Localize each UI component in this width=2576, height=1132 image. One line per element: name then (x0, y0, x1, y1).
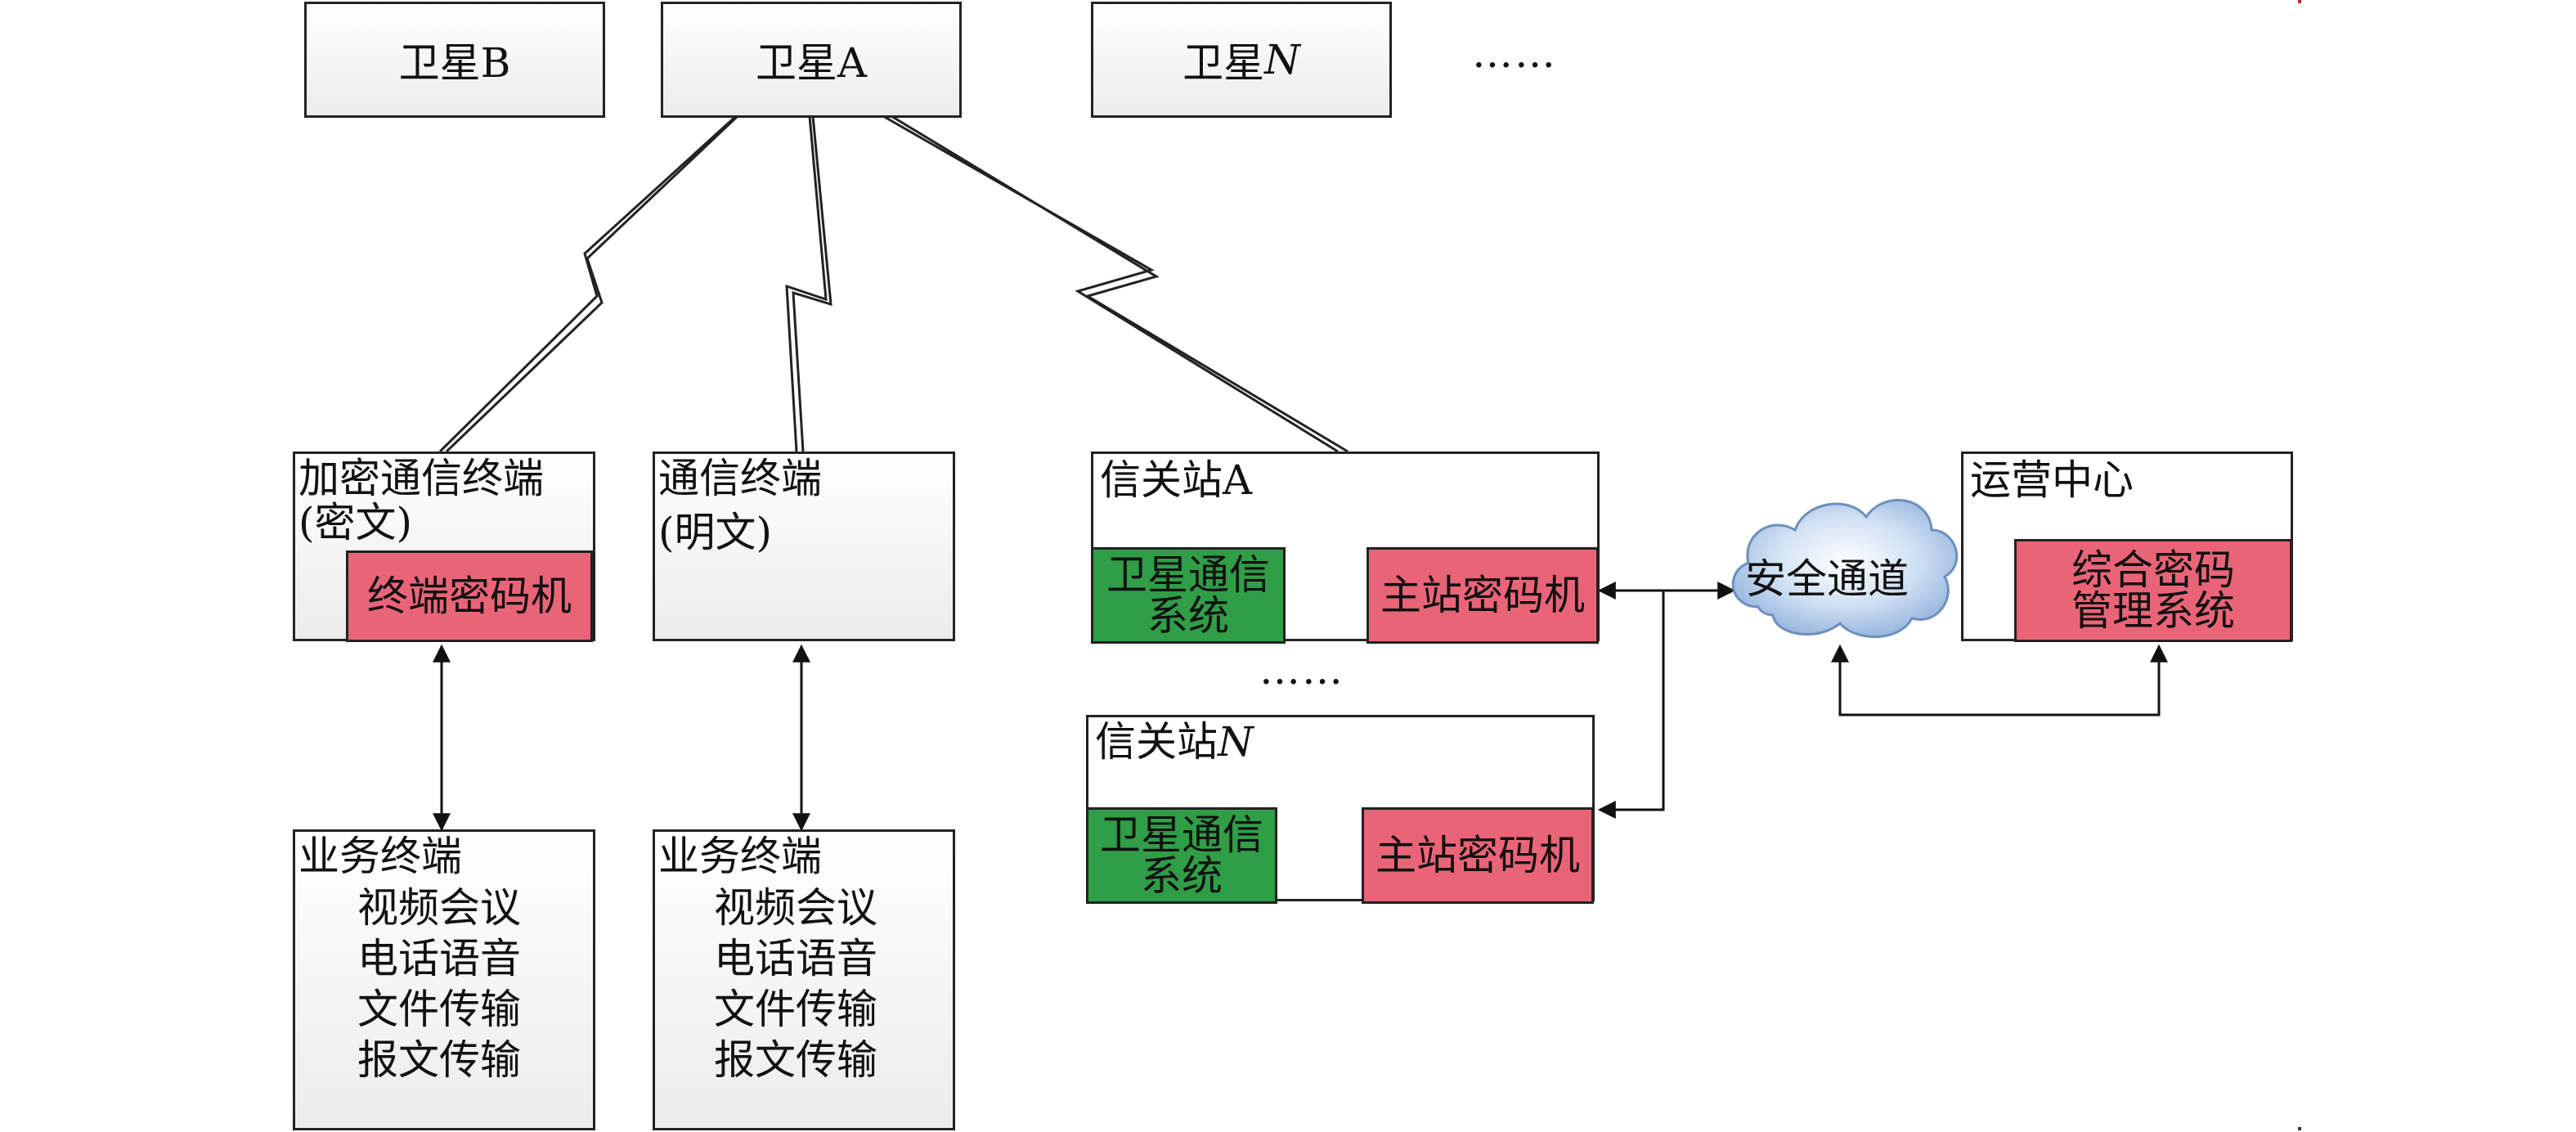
service-phone-voice: 电话语音 (357, 935, 521, 982)
service-video-conference: 视频会议 (714, 884, 877, 932)
business-terminal-left-title: 业务终端 (298, 833, 462, 880)
service-message-transfer: 报文传输 (714, 1036, 877, 1084)
business-terminal-right-services: 视频会议 电话语音 文件传输 报文传输 (714, 883, 877, 1085)
gateway-a: 信关站A 卫星通信 系统 主站密码机 (1091, 451, 1600, 644)
terminal-crypto-machine: 终端密码机 (346, 550, 593, 642)
plain-terminal-subtitle: (明文) (658, 509, 773, 556)
business-terminal-right: 业务终端 视频会议 电话语音 文件传输 报文传输 (653, 829, 955, 1130)
gateway-n-sat-system-line2: 系统 (1141, 852, 1223, 900)
ops-center-title: 运营中心 (1970, 456, 2134, 504)
satellite-n-label-suffix: N (1264, 36, 1300, 83)
encrypted-terminal-title: 加密通信终端 (298, 455, 544, 502)
satellite-a: 卫星A (661, 2, 962, 118)
gateway-a-crypto-label: 主站密码机 (1380, 572, 1585, 619)
plain-terminal-title: 通信终端 (658, 455, 822, 502)
service-file-transfer: 文件传输 (357, 986, 521, 1033)
gateway-n-crypto-machine: 主站密码机 (1362, 807, 1594, 904)
gateway-ellipsis: …… (1259, 646, 1344, 694)
gateway-a-crypto-machine: 主站密码机 (1367, 547, 1599, 644)
business-terminal-left: 业务终端 视频会议 电话语音 文件传输 报文传输 (293, 829, 595, 1130)
crypto-management-system: 综合密码 管理系统 (2014, 539, 2292, 642)
secure-channel-label: 安全通道 (1745, 555, 1909, 603)
satellite-a-label: 卫星A (755, 39, 868, 87)
gateway-n-title: 信关站N (1095, 719, 1254, 765)
satellite-link-encrypted (438, 115, 739, 453)
arrow-channel-to-ops (1831, 644, 2168, 716)
satellite-link-gateway (882, 115, 1349, 453)
gateway-n-title-suffix: N (1218, 718, 1254, 766)
satellite-link-plain (785, 115, 832, 452)
satellite-n-label-prefix: 卫星 (1183, 39, 1265, 87)
crypto-management-line1: 综合密码 (2071, 546, 2235, 594)
ops-center: 运营中心 综合密码 管理系统 (1961, 451, 2293, 642)
gateway-a-sat-system-line2: 系统 (1147, 592, 1229, 640)
service-message-transfer: 报文传输 (357, 1036, 521, 1084)
gateway-n-sat-system-line1: 卫星通信 (1100, 811, 1263, 859)
corner-mark-top (2298, 0, 2301, 3)
link-gateway-n-to-channel (1597, 591, 1665, 819)
gateway-n-title-prefix: 信关站 (1095, 718, 1218, 766)
business-terminal-right-title: 业务终端 (658, 833, 822, 880)
satellite-b: 卫星B (304, 2, 605, 118)
terminal-crypto-label: 终端密码机 (367, 573, 572, 620)
corner-mark-bottom (2298, 1127, 2301, 1130)
service-video-conference: 视频会议 (357, 884, 521, 932)
gateway-n-crypto-label: 主站密码机 (1376, 832, 1580, 879)
encrypted-terminal: 加密通信终端 (密文) 终端密码机 (293, 451, 595, 642)
satellite-ellipsis: …… (1472, 29, 1557, 77)
gateway-a-sat-system: 卫星通信 系统 (1091, 547, 1286, 644)
encrypted-terminal-subtitle: (密文) (298, 499, 413, 546)
plain-terminal: 通信终端 (明文) (653, 451, 955, 641)
gateway-a-sat-system-line1: 卫星通信 (1106, 551, 1270, 599)
service-phone-voice: 电话语音 (714, 935, 877, 982)
gateway-a-title: 信关站A (1100, 456, 1253, 504)
gateway-n: 信关站N 卫星通信 系统 主站密码机 (1086, 715, 1595, 904)
service-file-transfer: 文件传输 (714, 986, 877, 1033)
cloud-icon (1731, 498, 1959, 638)
business-terminal-left-services: 视频会议 电话语音 文件传输 报文传输 (357, 883, 521, 1085)
crypto-management-line2: 管理系统 (2071, 587, 2235, 635)
satellite-b-label: 卫星B (398, 39, 511, 87)
gateway-n-sat-system: 卫星通信 系统 (1086, 807, 1277, 904)
